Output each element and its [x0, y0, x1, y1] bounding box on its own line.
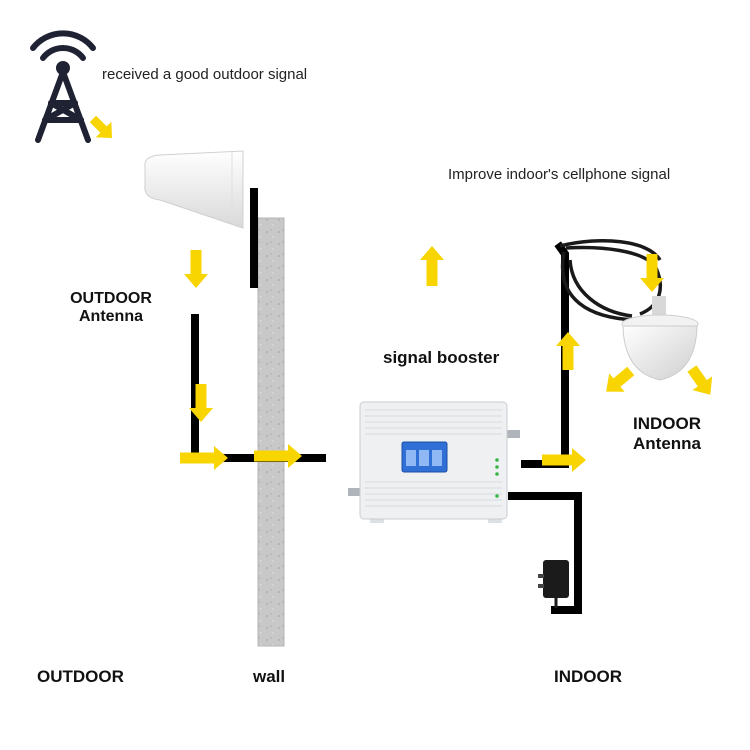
- indoor-cable: [521, 241, 569, 468]
- zone-outdoor-label: OUTDOOR: [37, 667, 124, 686]
- power-adapter-icon: [538, 560, 569, 608]
- signal-arrows: [89, 115, 713, 472]
- outdoor-signal-label: received a good outdoor signal: [102, 66, 308, 83]
- arrow-through-wall: [254, 444, 302, 468]
- cell-tower-icon: [30, 30, 96, 143]
- arrow-dome-right: [687, 365, 713, 395]
- arrow-antenna-down: [184, 250, 208, 288]
- panel-antenna-icon: [144, 150, 244, 229]
- cables: [191, 188, 582, 614]
- signal-booster-label: signal booster: [383, 348, 500, 367]
- outdoor-antenna-label-line1: OUTDOOR: [70, 290, 152, 307]
- outdoor-antenna-label: OUTDOOR Antenna: [56, 290, 166, 326]
- signal-booster-device: [348, 401, 520, 523]
- arrow-booster-out: [542, 448, 586, 472]
- arrow-cable-down: [189, 384, 213, 422]
- arrow-dome-left: [606, 366, 635, 392]
- ceiling-antenna-icon: [621, 296, 699, 381]
- arrow-tower-to-antenna: [89, 115, 113, 139]
- indoor-antenna-label-line1: INDOOR: [633, 414, 701, 433]
- zone-indoor-label: INDOOR: [554, 667, 622, 686]
- indoor-antenna-label: INDOOR Antenna: [612, 414, 722, 454]
- zone-wall-label: wall: [253, 667, 286, 686]
- indoor-improve-label: Improve indoor's cellphone signal: [448, 166, 671, 183]
- wall: [257, 217, 285, 647]
- arrow-into-dome: [640, 254, 664, 292]
- power-cable: [508, 492, 582, 614]
- indoor-antenna-label-line2: Antenna: [633, 434, 701, 453]
- outdoor-antenna-label-line2: Antenna: [79, 308, 143, 325]
- arrow-to-wall: [180, 446, 228, 470]
- arrow-booster-up: [420, 246, 444, 286]
- arrow-cable-up: [556, 332, 580, 370]
